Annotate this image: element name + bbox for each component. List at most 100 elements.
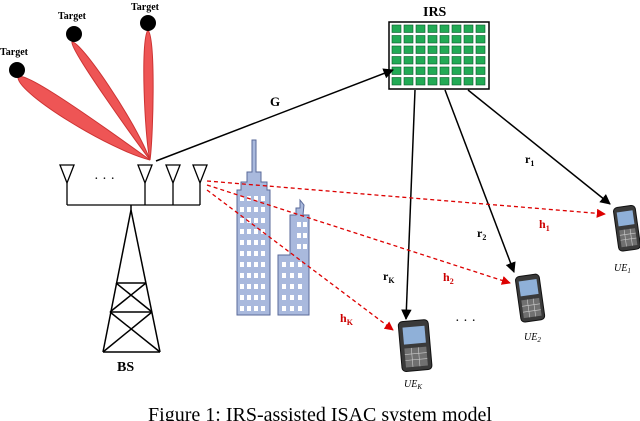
building-window [247, 295, 251, 300]
irs-element [475, 35, 486, 44]
building-window [261, 284, 265, 289]
irs-element [475, 56, 486, 65]
irs-element [403, 66, 414, 75]
irs-element [415, 56, 426, 65]
irs-element [427, 24, 438, 33]
irs-element [463, 24, 474, 33]
building-window [282, 273, 286, 278]
irs-element [403, 45, 414, 54]
irs-element [391, 77, 402, 86]
irs-element [451, 24, 462, 33]
building-window [282, 295, 286, 300]
irs-element [403, 56, 414, 65]
building-window [261, 207, 265, 212]
building-window [240, 295, 244, 300]
building-window [247, 273, 251, 278]
targets: Target Target Target [0, 2, 160, 78]
ue2-phone [515, 273, 546, 323]
building-window [290, 273, 294, 278]
building-window [240, 218, 244, 223]
building-window [282, 306, 286, 311]
building-window [240, 196, 244, 201]
building-window [240, 273, 244, 278]
users-ellipsis: · · · [455, 314, 476, 329]
irs-element [463, 66, 474, 75]
building-window [254, 240, 258, 245]
irs-element [427, 56, 438, 65]
building-window [298, 273, 302, 278]
building-window [240, 229, 244, 234]
building-window [261, 262, 265, 267]
building-window [254, 207, 258, 212]
building-window [261, 273, 265, 278]
irs-element [463, 45, 474, 54]
building-window [303, 222, 307, 227]
building-window [254, 218, 258, 223]
bs-antenna-array [59, 164, 208, 206]
building-window [303, 244, 307, 249]
building-window [254, 251, 258, 256]
building-window [254, 284, 258, 289]
irs-element [451, 77, 462, 86]
building-window [240, 284, 244, 289]
building-window [290, 262, 294, 267]
building-window [290, 284, 294, 289]
building-window [298, 262, 302, 267]
building-window [247, 240, 251, 245]
building-window [254, 295, 258, 300]
building-window [247, 207, 251, 212]
target-dot [140, 15, 156, 31]
channel-rK-label: rK [383, 269, 395, 285]
building-window [247, 284, 251, 289]
beam-target-middle [71, 41, 151, 161]
irs-element [439, 24, 450, 33]
irs-label: IRS [423, 5, 447, 20]
building-window [247, 218, 251, 223]
building-window [247, 262, 251, 267]
irs-panel [388, 21, 490, 90]
irs-element [475, 24, 486, 33]
g-label: G [270, 94, 280, 109]
bs-tower [102, 205, 161, 353]
irs-element [463, 35, 474, 44]
ue2-label: UE2 [524, 332, 541, 344]
irs-element [427, 77, 438, 86]
beam-target-right [143, 29, 154, 161]
channel-h2-label: h2 [443, 270, 454, 286]
irs-element [439, 45, 450, 54]
irs-element [415, 66, 426, 75]
building-window [261, 306, 265, 311]
building-window [298, 306, 302, 311]
irs-element [451, 56, 462, 65]
irs-element [439, 56, 450, 65]
ueK-label: UEK [404, 379, 422, 391]
building-window [282, 262, 286, 267]
irs-element [391, 56, 402, 65]
irs-element [427, 45, 438, 54]
building-window [247, 251, 251, 256]
irs-ueK-link [401, 89, 416, 321]
bs-label: BS [117, 360, 134, 375]
irs-element [451, 45, 462, 54]
irs-element [475, 77, 486, 86]
irs-element [427, 66, 438, 75]
target-dot [66, 26, 82, 42]
irs-element [415, 45, 426, 54]
building-window [290, 295, 294, 300]
building-window [261, 218, 265, 223]
irs-element [427, 35, 438, 44]
ue1-phone [613, 204, 640, 252]
irs-element [463, 56, 474, 65]
irs-element [451, 35, 462, 44]
building-window [297, 222, 301, 227]
building-window [240, 240, 244, 245]
irs-element [403, 77, 414, 86]
irs-element [463, 77, 474, 86]
channel-h1-label: h1 [539, 217, 550, 233]
building-window [297, 233, 301, 238]
irs-ue1-link [467, 89, 611, 205]
building-window [240, 262, 244, 267]
building-window [247, 229, 251, 234]
building-window [297, 244, 301, 249]
building-window [254, 273, 258, 278]
